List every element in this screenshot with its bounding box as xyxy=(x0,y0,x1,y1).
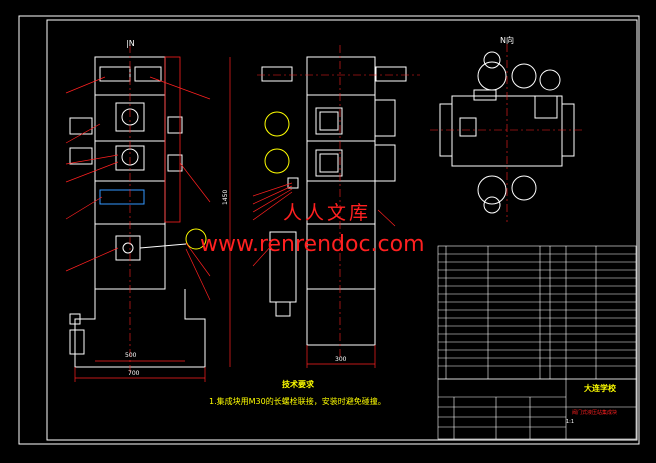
side-dimensions xyxy=(306,345,376,368)
side-leaders xyxy=(252,182,396,267)
title-block xyxy=(437,378,637,440)
front-dimensions xyxy=(74,57,231,382)
front-base xyxy=(74,289,206,368)
title-block-drawing-name: 阀门式液压站集成块 xyxy=(572,410,618,416)
top-view-label: N向 xyxy=(500,36,514,45)
front-view-label: |N xyxy=(126,39,135,48)
tech-req-item-1: 1.集成块用M30的长螺栓联接，安装时避免碰撞。 xyxy=(209,397,386,406)
front-leaders xyxy=(65,76,211,301)
front-view xyxy=(69,56,207,368)
watermark-url: www.renrendoc.com xyxy=(200,232,425,257)
side-view xyxy=(261,56,407,346)
outer-frame xyxy=(18,15,640,445)
dim-front-height: 1450 xyxy=(222,189,229,205)
inner-frame xyxy=(46,19,638,441)
tech-req-heading: 技术要求 xyxy=(282,380,314,389)
dim-side-width: 300 xyxy=(335,356,347,363)
watermark-cn: 人人文库 xyxy=(283,202,372,224)
title-block-scale: 1:1 xyxy=(566,419,575,425)
dim-front-base: 700 xyxy=(128,370,140,377)
title-block-school: 大连学校 xyxy=(584,384,616,393)
parts-list-table xyxy=(437,245,637,380)
dim-front-width: 500 xyxy=(125,352,137,359)
